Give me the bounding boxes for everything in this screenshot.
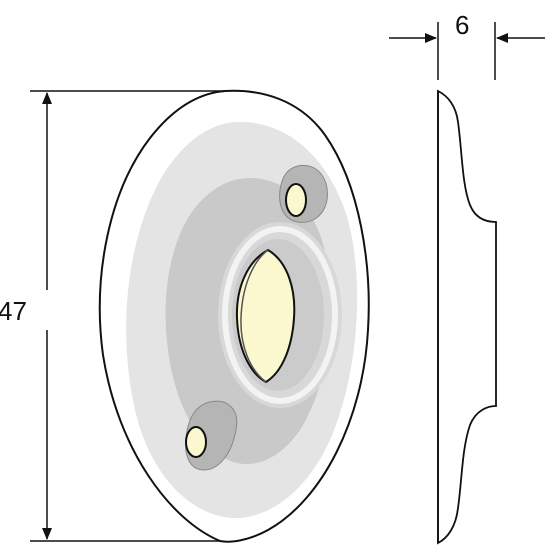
side-view xyxy=(437,89,497,545)
upper-screw-hole xyxy=(285,183,307,217)
height-dimension: 47 xyxy=(0,90,232,542)
thickness-label: 6 xyxy=(455,10,469,40)
thickness-dimension: 6 xyxy=(389,10,545,80)
center-hole-shadow xyxy=(240,249,269,383)
lower-screw-hole xyxy=(185,426,207,458)
height-label: 47 xyxy=(0,296,27,326)
side-profile xyxy=(437,89,497,545)
front-view xyxy=(98,89,370,543)
boss-highlight xyxy=(222,226,338,404)
